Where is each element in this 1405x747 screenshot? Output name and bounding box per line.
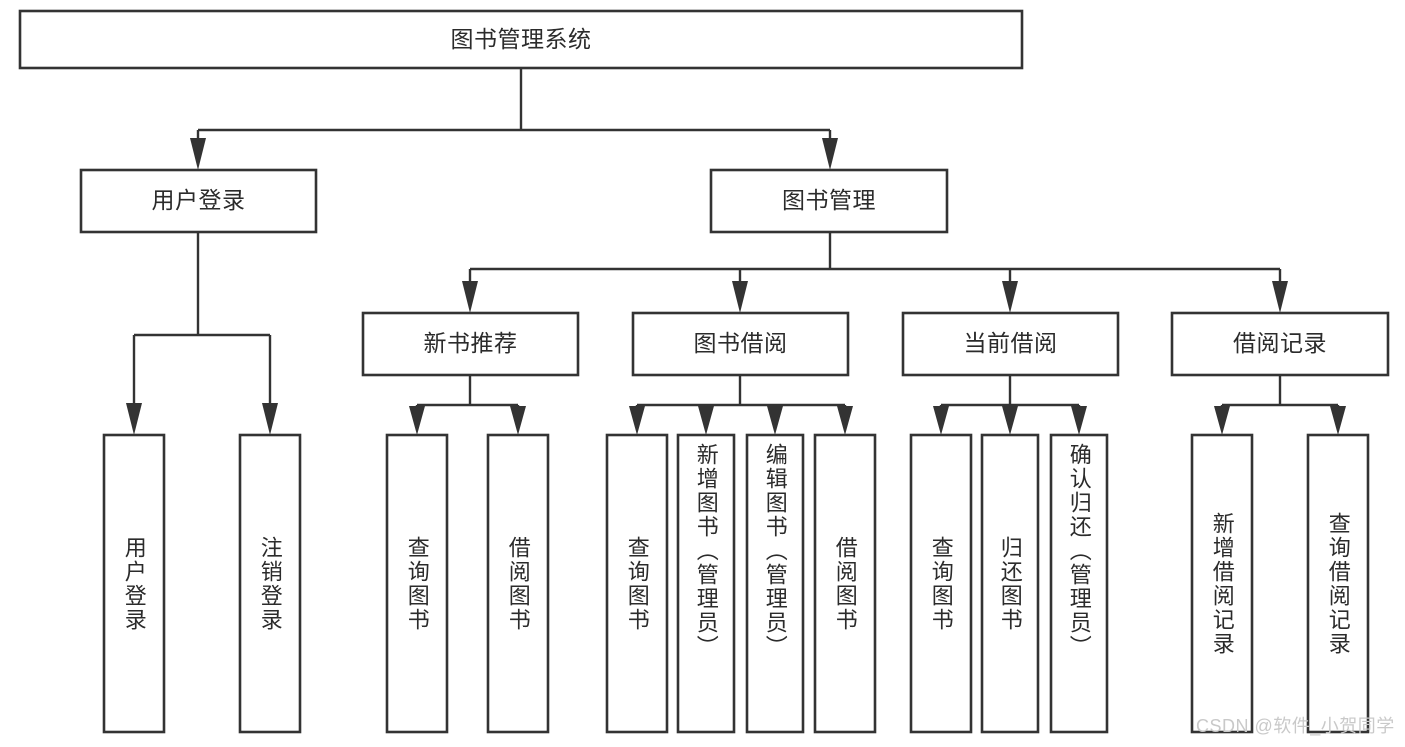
arrow-head-leaf-return-book: [1002, 406, 1018, 435]
connector-group-current-borrow: [933, 375, 1087, 435]
arrow-head-user-login: [190, 138, 206, 170]
arrow-head-leaf-borrow-book-1: [510, 406, 526, 435]
node-box-leaf-borrow-book-2[interactable]: [813, 433, 877, 734]
arrow-head-new-book-recommend: [462, 281, 478, 313]
node-box-root[interactable]: [18, 9, 1024, 70]
connector-group-user-login: [126, 232, 278, 435]
node-box-leaf-return-book[interactable]: [980, 433, 1040, 734]
node-box-leaf-user-login[interactable]: [102, 433, 166, 734]
arrow-head-book-borrow: [732, 281, 748, 313]
node-box-leaf-add-book[interactable]: [676, 433, 736, 734]
connector-group-book-borrow: [629, 375, 853, 435]
node-box-current-borrow[interactable]: [901, 311, 1120, 377]
node-box-leaf-borrow-book-1[interactable]: [486, 433, 550, 734]
connector-group-book-management: [462, 232, 1288, 313]
node-box-leaf-query-book-1[interactable]: [385, 433, 449, 734]
arrow-head-leaf-add-book: [698, 406, 714, 435]
csdn-watermark: CSDN @软件_小贺同学: [1196, 716, 1395, 736]
arrow-head-current-borrow: [1002, 281, 1018, 313]
node-box-leaf-query-book-2[interactable]: [605, 433, 669, 734]
arrow-head-leaf-query-book-3: [933, 406, 949, 435]
arrow-head-borrow-record: [1272, 281, 1288, 313]
arrow-head-leaf-query-book-2: [629, 406, 645, 435]
node-box-leaf-edit-book[interactable]: [745, 433, 805, 734]
arrow-head-leaf-add-record: [1214, 406, 1230, 435]
node-box-borrow-record[interactable]: [1170, 311, 1390, 377]
arrow-head-book-management: [822, 138, 838, 170]
node-box-book-management[interactable]: [709, 168, 949, 234]
node-box-new-book-recommend[interactable]: [361, 311, 580, 377]
node-box-leaf-query-record[interactable]: [1306, 433, 1370, 734]
node-box-user-login[interactable]: [79, 168, 318, 234]
arrow-head-leaf-query-record: [1330, 406, 1346, 435]
node-box-leaf-confirm-return[interactable]: [1049, 433, 1109, 734]
arrow-head-leaf-borrow-book-2: [837, 406, 853, 435]
arrow-head-leaf-query-book-1: [409, 406, 425, 435]
arrow-head-leaf-edit-book: [767, 406, 783, 435]
node-box-leaf-query-book-3[interactable]: [909, 433, 973, 734]
node-box-leaf-logout-login[interactable]: [238, 433, 302, 734]
arrow-head-leaf-logout-login: [262, 403, 278, 435]
connector-group-new-book-recommend: [409, 375, 526, 435]
connector-group-root: [190, 68, 838, 170]
node-box-leaf-add-record[interactable]: [1190, 433, 1254, 734]
arrow-head-leaf-user-login: [126, 403, 142, 435]
connector-group-borrow-record: [1214, 375, 1346, 435]
node-box-book-borrow[interactable]: [631, 311, 850, 377]
arrow-head-leaf-confirm-return: [1071, 406, 1087, 435]
